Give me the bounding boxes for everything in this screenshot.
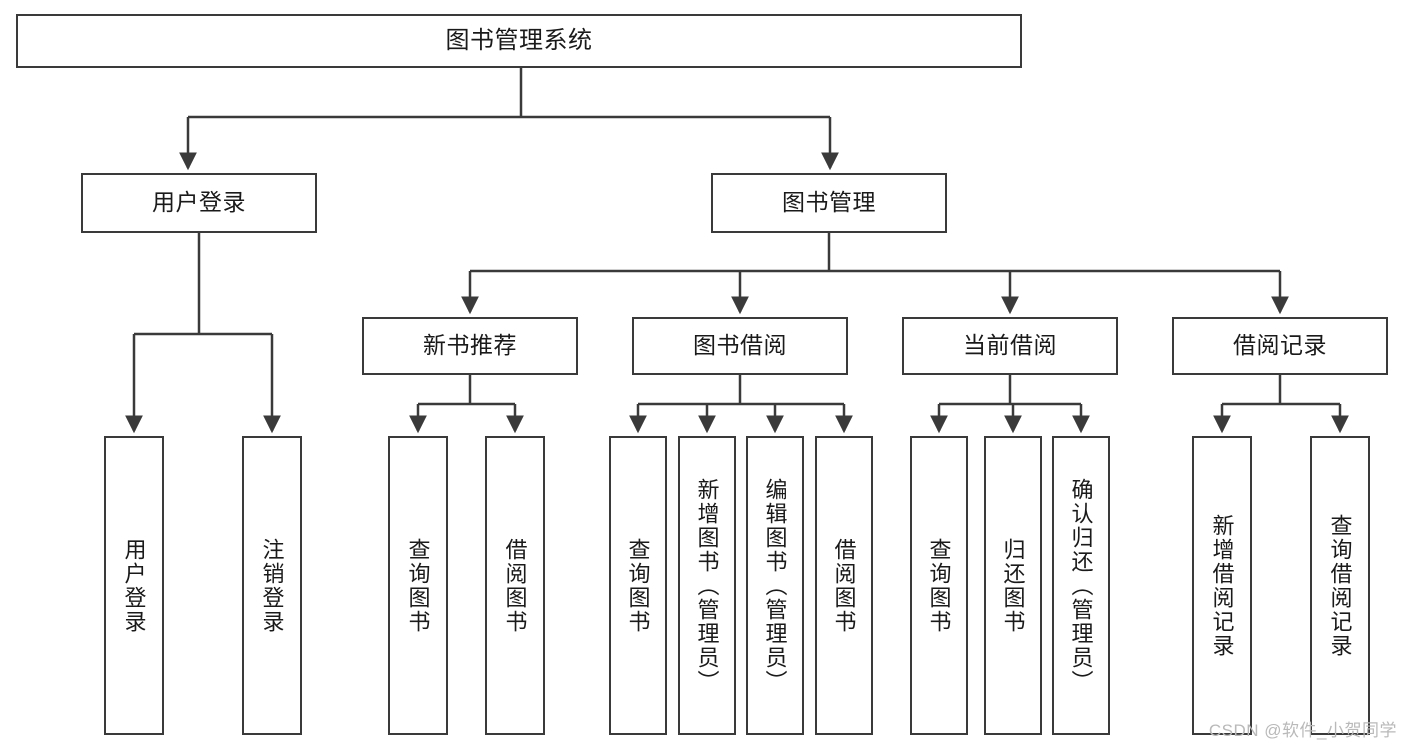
node-leaf-query-book-current[interactable]: 查询图书 <box>910 436 968 735</box>
node-leaf-logout-label: 注销登录 <box>259 537 285 634</box>
node-user-login[interactable]: 用户登录 <box>81 173 317 233</box>
node-leaf-query-book-current-label: 查询图书 <box>926 537 952 634</box>
node-leaf-query-borrow-record-label: 查询借阅记录 <box>1327 513 1353 658</box>
node-leaf-edit-book[interactable]: 编辑图书（管理员） <box>746 436 804 735</box>
node-current-borrow[interactable]: 当前借阅 <box>902 317 1118 375</box>
node-leaf-add-book[interactable]: 新增图书（管理员） <box>678 436 736 735</box>
node-leaf-query-book-recommend-label: 查询图书 <box>405 537 431 634</box>
node-current-borrow-label: 当前借阅 <box>963 332 1057 359</box>
node-book-management-label: 图书管理 <box>782 189 876 216</box>
node-leaf-query-book-borrow[interactable]: 查询图书 <box>609 436 667 735</box>
watermark-text: CSDN @软件_小贺同学 <box>1208 721 1397 740</box>
node-leaf-user-login[interactable]: 用户登录 <box>104 436 164 735</box>
node-leaf-return-book[interactable]: 归还图书 <box>984 436 1042 735</box>
node-book-borrow-label: 图书借阅 <box>693 332 787 359</box>
node-leaf-user-login-label: 用户登录 <box>121 537 147 634</box>
node-leaf-add-borrow-record-label: 新增借阅记录 <box>1209 513 1235 658</box>
node-leaf-confirm-return-label: 确认归还（管理员） <box>1068 477 1094 694</box>
node-book-management[interactable]: 图书管理 <box>711 173 947 233</box>
node-book-borrow[interactable]: 图书借阅 <box>632 317 848 375</box>
node-leaf-confirm-return[interactable]: 确认归还（管理员） <box>1052 436 1110 735</box>
node-borrow-record[interactable]: 借阅记录 <box>1172 317 1388 375</box>
node-leaf-add-borrow-record[interactable]: 新增借阅记录 <box>1192 436 1252 735</box>
node-new-book-recommend[interactable]: 新书推荐 <box>362 317 578 375</box>
node-leaf-query-book-recommend[interactable]: 查询图书 <box>388 436 448 735</box>
node-leaf-logout[interactable]: 注销登录 <box>242 436 302 735</box>
node-root-label: 图书管理系统 <box>445 26 593 54</box>
node-borrow-record-label: 借阅记录 <box>1233 332 1327 359</box>
node-leaf-borrow-book-label: 借阅图书 <box>831 537 857 634</box>
node-leaf-borrow-book-recommend-label: 借阅图书 <box>502 537 528 634</box>
node-leaf-borrow-book[interactable]: 借阅图书 <box>815 436 873 735</box>
node-leaf-query-borrow-record[interactable]: 查询借阅记录 <box>1310 436 1370 735</box>
node-root[interactable]: 图书管理系统 <box>16 14 1022 68</box>
node-leaf-borrow-book-recommend[interactable]: 借阅图书 <box>485 436 545 735</box>
node-leaf-query-book-borrow-label: 查询图书 <box>625 537 651 634</box>
node-new-book-recommend-label: 新书推荐 <box>423 332 517 359</box>
node-leaf-edit-book-label: 编辑图书（管理员） <box>762 477 788 694</box>
node-leaf-return-book-label: 归还图书 <box>1000 537 1026 634</box>
node-leaf-add-book-label: 新增图书（管理员） <box>694 477 720 694</box>
node-user-login-label: 用户登录 <box>152 189 246 216</box>
